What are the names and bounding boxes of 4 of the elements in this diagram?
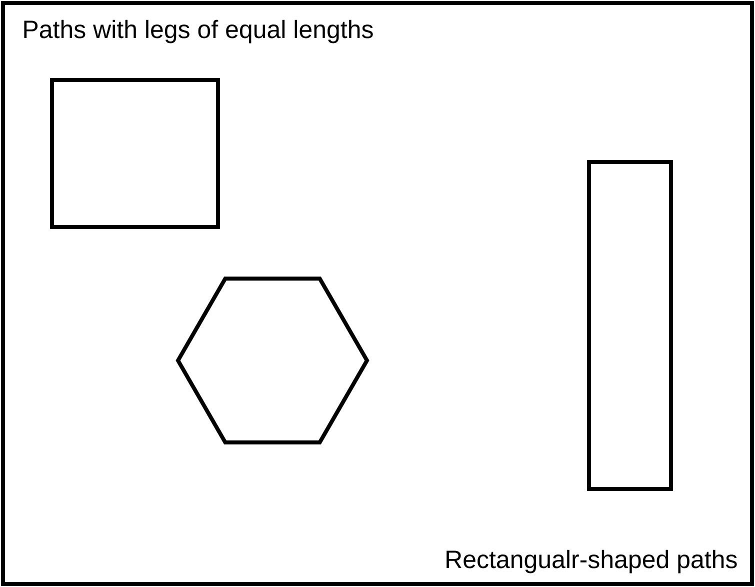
rectangle-outline: [587, 160, 673, 491]
rectangle-outline: [50, 78, 220, 229]
text-label: Rectangualr-shaped paths: [446, 550, 737, 574]
text-label: Paths with legs of equal lengths: [24, 20, 373, 44]
